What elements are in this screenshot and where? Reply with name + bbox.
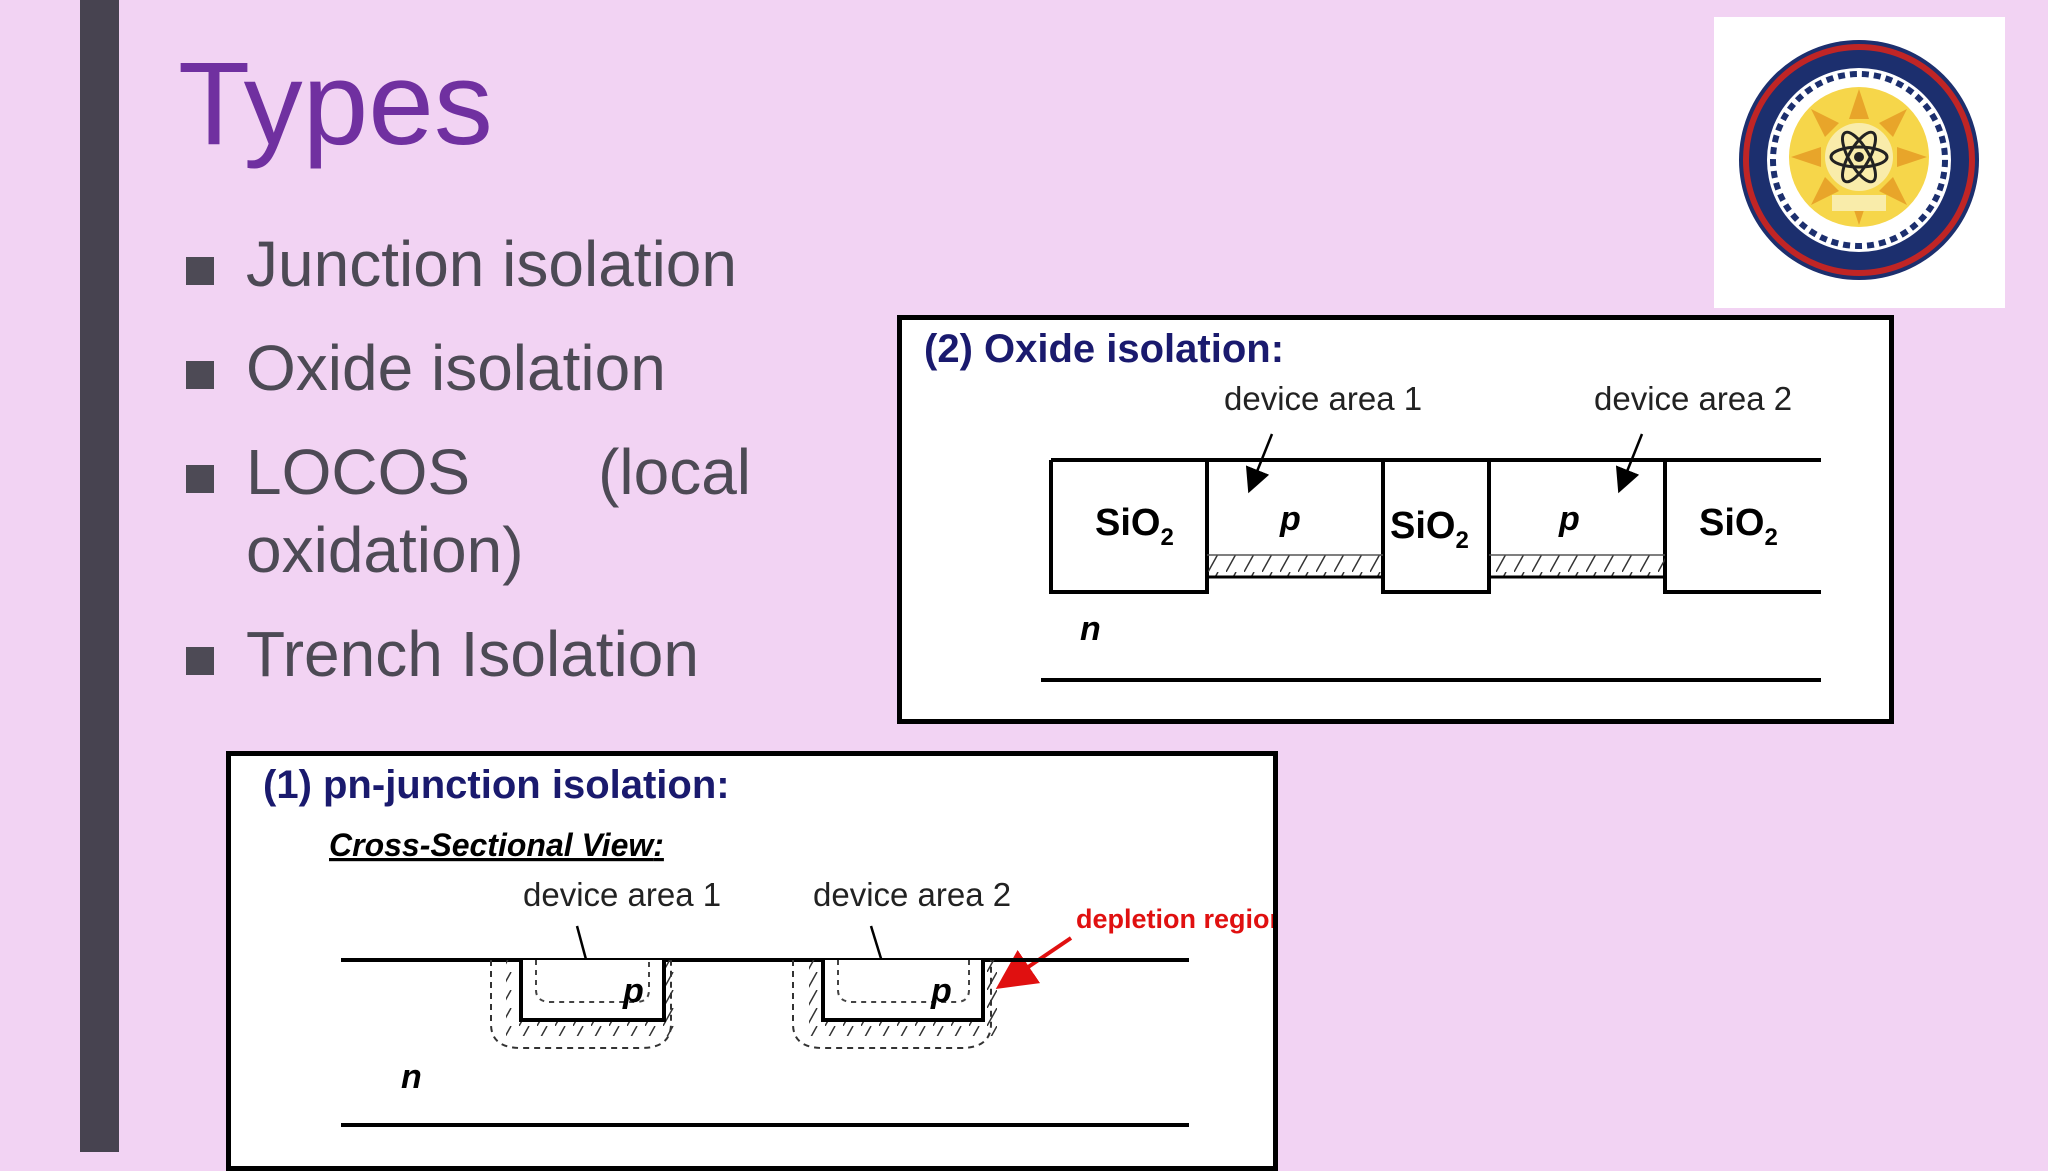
bullet-square-icon bbox=[186, 361, 214, 389]
pn-junction-isolation-diagram: (1) pn-junction isolation: Cross-Section… bbox=[263, 763, 1286, 1127]
cross-sectional-view-label: Cross-Sectional View: bbox=[329, 827, 664, 863]
figure-title: (1) pn-junction isolation: bbox=[263, 763, 730, 807]
bullet-list: Junction isolation Oxide isolation LOCOS… bbox=[186, 225, 751, 719]
n-region-label: n bbox=[401, 1058, 422, 1096]
device-area-1-label: device area 1 bbox=[1224, 380, 1422, 417]
bullet-item: Junction isolation bbox=[186, 225, 751, 303]
device-area-2-label: device area 2 bbox=[1594, 380, 1792, 417]
oxide-isolation-diagram: (2) Oxide isolation: device area 1 devic… bbox=[924, 327, 1821, 682]
bullet-item: Oxide isolation bbox=[186, 329, 751, 407]
p-region-label: p bbox=[930, 972, 952, 1010]
sio2-label: SiO2 bbox=[1390, 505, 1469, 554]
slide-title: Types bbox=[178, 38, 493, 170]
figure-title: (2) Oxide isolation: bbox=[924, 327, 1284, 371]
pn-junction-isolation-figure: (1) pn-junction isolation: Cross-Section… bbox=[226, 751, 1286, 1171]
bullet-item: Trench Isolation bbox=[186, 615, 751, 693]
n-region-label: n bbox=[1080, 610, 1101, 648]
college-seal-icon bbox=[1739, 40, 1979, 280]
sio2-label: SiO2 bbox=[1095, 502, 1174, 551]
p-region-label: p bbox=[622, 972, 644, 1010]
bullet-square-icon bbox=[186, 257, 214, 285]
device-area-1-label: device area 1 bbox=[523, 876, 721, 913]
sio2-label: SiO2 bbox=[1699, 502, 1778, 551]
device-area-2-label: device area 2 bbox=[813, 876, 1011, 913]
bullet-square-icon bbox=[186, 647, 214, 675]
college-logo bbox=[1714, 17, 2005, 308]
bullet-item: LOCOS (local oxidation) bbox=[186, 433, 751, 589]
p-region-label: p bbox=[1279, 500, 1301, 538]
p-region-label: p bbox=[1558, 500, 1580, 538]
bullet-square-icon bbox=[186, 465, 214, 493]
depletion-region-label: depletion region bbox=[1076, 904, 1273, 934]
oxide-isolation-figure: (2) Oxide isolation: device area 1 devic… bbox=[897, 315, 1894, 724]
left-accent-bar bbox=[80, 0, 119, 1152]
